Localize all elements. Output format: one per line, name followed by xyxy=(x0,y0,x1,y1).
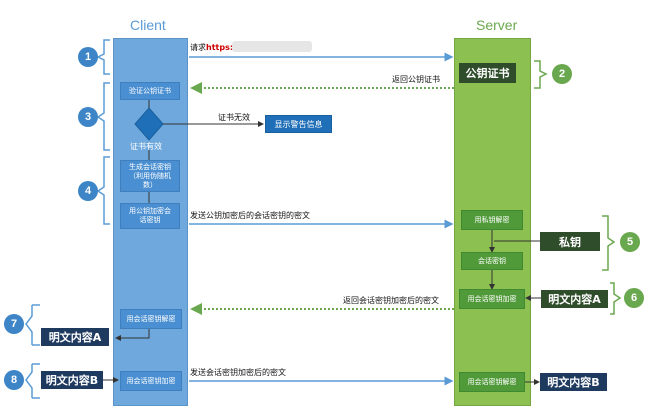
step-7-badge: 7 xyxy=(4,314,24,334)
brace-7 xyxy=(25,305,33,345)
client-encrypt-session-box: 用会话密钥加密 xyxy=(120,371,182,391)
session-key-box: 会话密钥 xyxy=(461,252,523,270)
send-encrypted-key-label: 发送公钥加密后的会话密钥的密文 xyxy=(190,211,310,220)
redacted-url xyxy=(232,41,312,52)
decision-diamond xyxy=(134,107,164,141)
show-warning-box: 显示警告信息 xyxy=(265,115,332,133)
server-public-cert: 公钥证书 xyxy=(459,63,516,83)
return-cert-label: 返回公钥证书 xyxy=(392,75,440,84)
step-6-badge: 6 xyxy=(624,288,644,308)
plaintext-b-client: 明文内容B xyxy=(41,371,103,389)
step-2-badge: 2 xyxy=(552,64,572,84)
cert-invalid-label: 证书无效 xyxy=(218,113,250,122)
brace-2 xyxy=(534,60,548,89)
gen-session-key-box: 生成会话密钥（利用伪随机数） xyxy=(120,160,180,192)
cert-valid-label: 证书有效 xyxy=(130,142,162,151)
plaintext-a-server: 明文内容A xyxy=(541,290,608,308)
step-3-badge: 3 xyxy=(78,107,98,127)
step-5-badge: 5 xyxy=(620,232,640,252)
server-title: Server xyxy=(476,17,518,33)
brace-3 xyxy=(96,82,110,151)
request-label: 请求https:/ xyxy=(190,42,236,53)
plaintext-a-client: 明文内容A xyxy=(41,328,109,346)
server-decrypt-session-box: 用会话密钥解密 xyxy=(459,372,525,392)
client-decrypt-session-box: 用会话密钥解密 xyxy=(120,309,182,329)
return-cipher-label: 返回会话密钥加密后的密文 xyxy=(343,296,439,305)
send-cipher-b-label: 发送会话密钥加密后的密文 xyxy=(190,368,286,377)
server-encrypt-session-box: 用会话密钥加密 xyxy=(459,289,525,309)
private-key-decrypt-box: 用私钥解密 xyxy=(461,210,523,230)
plaintext-b-server: 明文内容B xyxy=(540,373,607,391)
step-8-badge: 8 xyxy=(4,370,24,390)
request-url: https:/ xyxy=(206,43,236,52)
step-4-badge: 4 xyxy=(78,181,98,201)
brace-6 xyxy=(610,282,622,315)
client-title: Client xyxy=(130,17,166,33)
brace-8 xyxy=(25,364,33,398)
brace-4 xyxy=(96,156,110,225)
private-key-box: 私钥 xyxy=(540,232,600,251)
brace-5 xyxy=(602,215,616,271)
brace-1 xyxy=(96,39,110,75)
encrypt-session-key-box: 用公钥加密会话密钥 xyxy=(120,203,180,229)
request-prefix: 请求 xyxy=(190,43,206,52)
decrypt-to-a-arrow xyxy=(115,329,150,341)
verify-cert-box: 验证公钥证书 xyxy=(120,82,180,100)
step-1-badge: 1 xyxy=(78,47,98,67)
